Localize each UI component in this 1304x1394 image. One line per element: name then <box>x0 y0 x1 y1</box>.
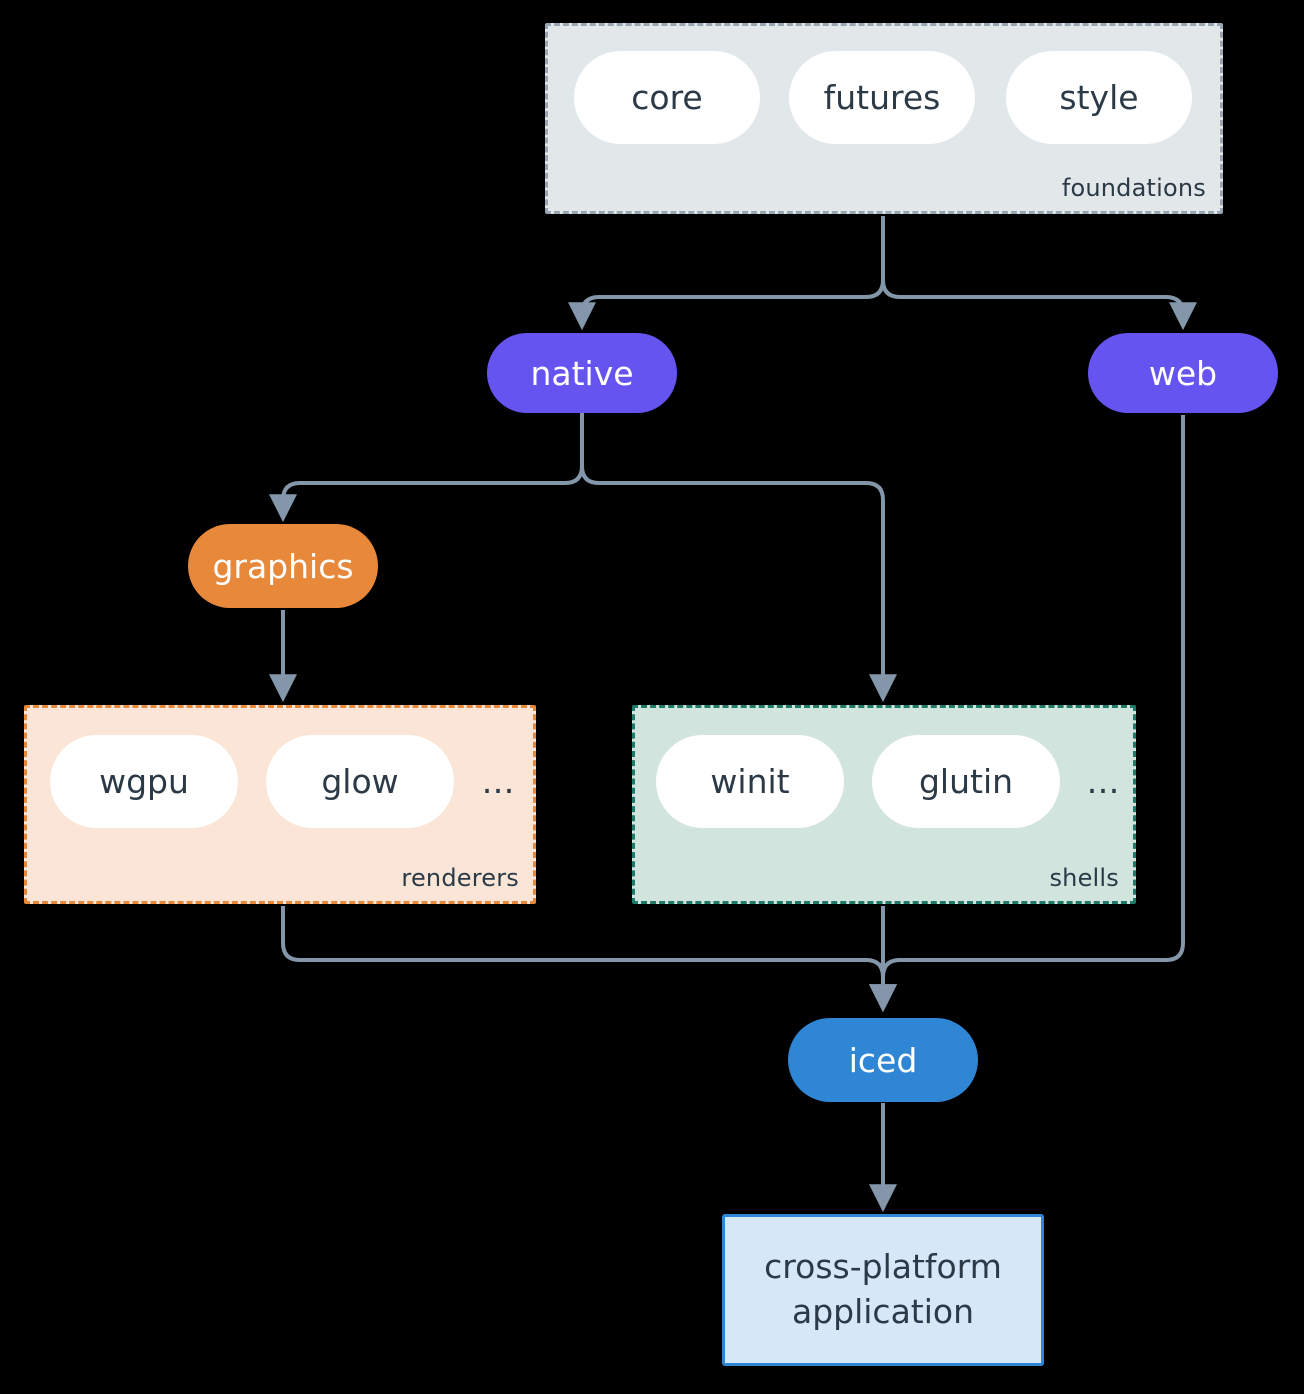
node-web[interactable]: web <box>1088 333 1278 413</box>
node-graphics[interactable]: graphics <box>188 524 378 608</box>
node-application-line2: application <box>791 1292 975 1331</box>
node-renderers-more: … <box>472 735 524 828</box>
node-shells-more: … <box>1077 735 1129 828</box>
node-application[interactable]: cross-platform application <box>722 1214 1044 1366</box>
node-glutin[interactable]: glutin <box>872 735 1060 828</box>
node-native-label: native <box>530 353 634 393</box>
node-core[interactable]: core <box>574 51 760 144</box>
node-wgpu[interactable]: wgpu <box>50 735 238 828</box>
node-core-label: core <box>631 78 703 117</box>
edge-native-shells <box>580 412 897 703</box>
node-glutin-label: glutin <box>918 762 1014 801</box>
node-glow[interactable]: glow <box>266 735 454 828</box>
edge-native-graphics <box>269 412 584 523</box>
edge-foundations-native <box>568 216 885 331</box>
cluster-renderers-label: renderers <box>401 864 519 892</box>
node-winit[interactable]: winit <box>656 735 844 828</box>
node-web-label: web <box>1148 353 1218 393</box>
node-winit-label: winit <box>710 762 790 801</box>
node-application-line1: cross-platform <box>764 1247 1002 1287</box>
cluster-shells-label: shells <box>1049 864 1119 892</box>
node-shells-more-label: … <box>1086 762 1120 801</box>
node-futures[interactable]: futures <box>789 51 975 144</box>
node-iced-label: iced <box>848 1040 918 1080</box>
edge-foundations-web <box>881 216 1197 331</box>
node-wgpu-label: wgpu <box>99 762 189 801</box>
node-futures-label: futures <box>823 78 941 117</box>
node-native[interactable]: native <box>487 333 677 413</box>
node-style-label: style <box>1059 78 1139 117</box>
node-style[interactable]: style <box>1006 51 1192 144</box>
cluster-foundations-label: foundations <box>1061 174 1206 202</box>
node-renderers-more-label: … <box>481 762 515 801</box>
node-iced[interactable]: iced <box>788 1018 978 1102</box>
node-graphics-label: graphics <box>212 546 354 586</box>
node-glow-label: glow <box>321 762 399 801</box>
edge-renderers-iced <box>281 906 897 1013</box>
